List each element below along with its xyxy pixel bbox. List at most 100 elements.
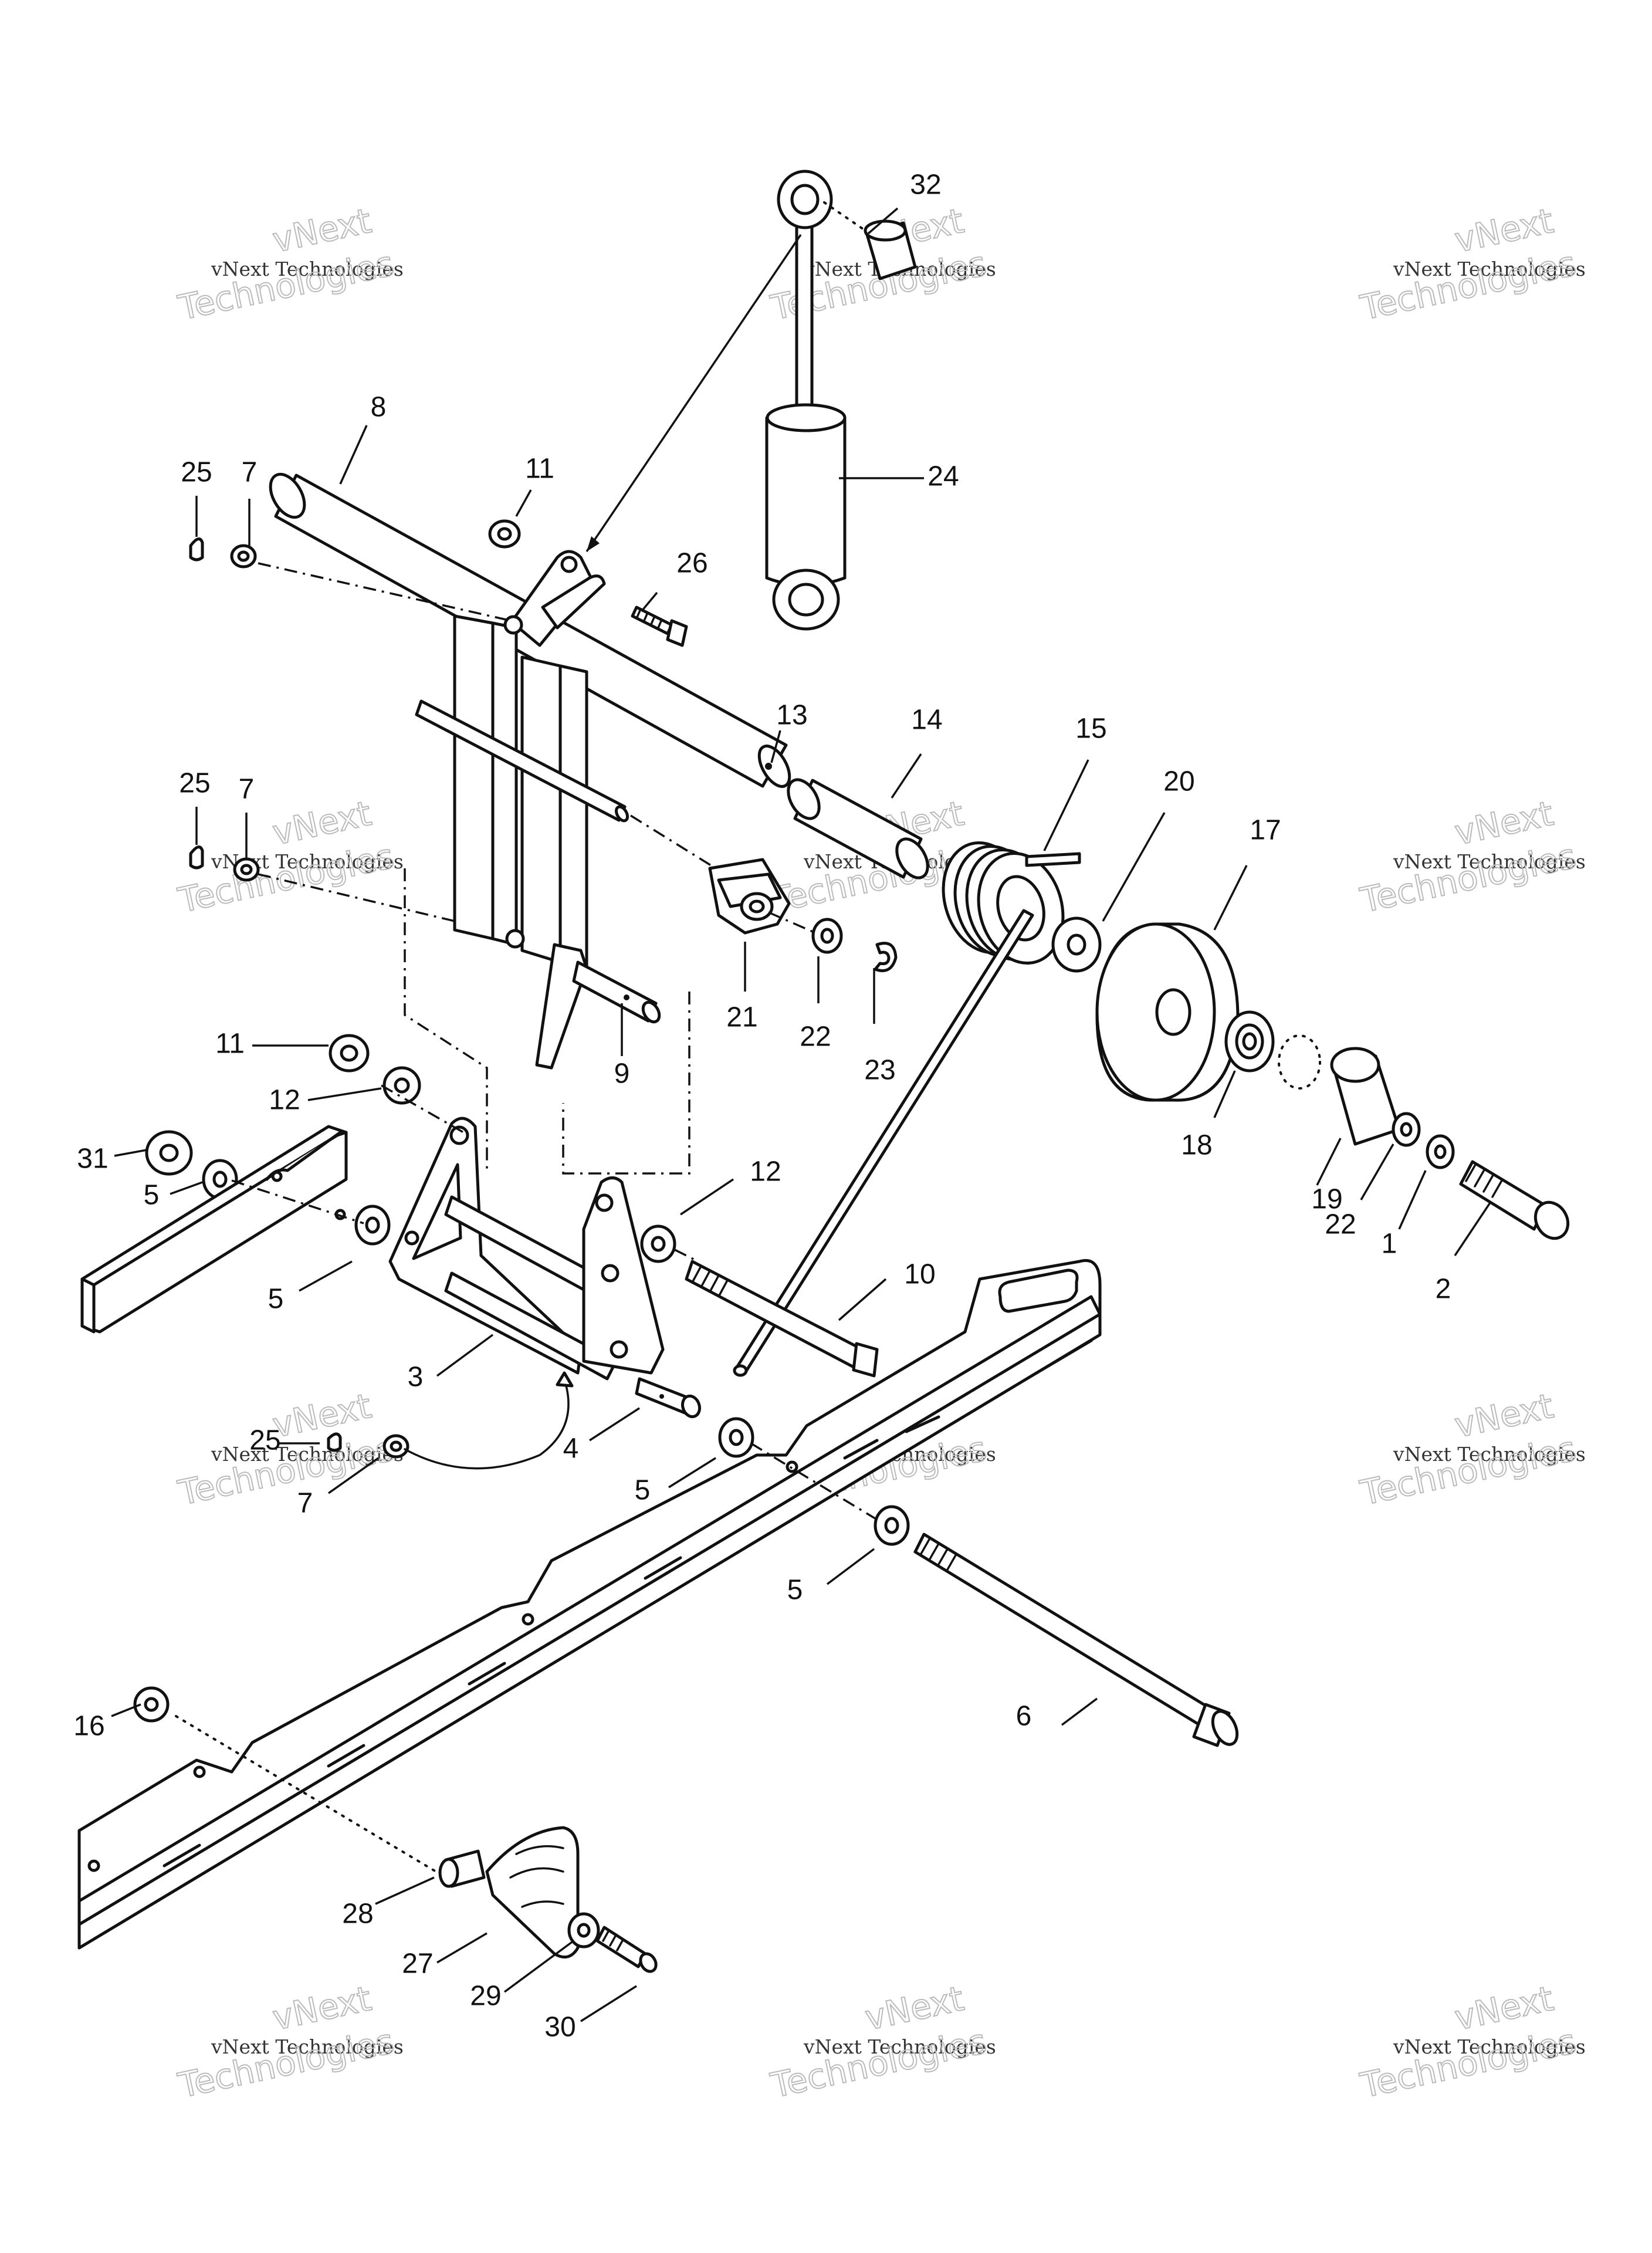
callout-11-top: 11 <box>525 454 554 485</box>
spacer-28 <box>438 1849 486 1888</box>
watermark-line2: vNext Technologies <box>211 2035 404 2058</box>
bushing-14 <box>787 778 929 879</box>
idler-wheel-17 <box>1095 922 1240 1102</box>
watermark-line2: vNext Technologies <box>1393 258 1586 280</box>
nut-7-upper <box>230 544 257 569</box>
vertical-frame-plates <box>453 614 588 970</box>
callout-14: 14 <box>911 705 942 736</box>
bolt-26 <box>631 605 688 647</box>
callout-10: 10 <box>904 1259 935 1290</box>
callout-22-upper: 22 <box>800 1021 831 1053</box>
bolt-6 <box>913 1533 1239 1747</box>
callout-24: 24 <box>927 461 959 492</box>
callout-7-lower: 7 <box>297 1488 313 1519</box>
washer-29 <box>567 1912 600 1948</box>
callout-23: 23 <box>864 1055 895 1086</box>
circlip-ring <box>1278 1034 1321 1090</box>
callout-32: 32 <box>910 170 941 201</box>
shock-mount-bracket <box>510 550 606 647</box>
arm-9 <box>535 943 661 1070</box>
callout-12-left: 12 <box>269 1085 300 1116</box>
washer-1 <box>1426 1134 1455 1169</box>
stopper-27 <box>485 1826 580 1959</box>
washer-12-right <box>640 1224 676 1263</box>
grease-fitting-25-upper <box>189 537 204 561</box>
circlip-23 <box>874 942 898 972</box>
callout-25-upper: 25 <box>181 457 212 488</box>
washer-12-left <box>382 1066 421 1105</box>
callout-9: 9 <box>614 1058 630 1090</box>
callout-11-left: 11 <box>215 1029 245 1060</box>
callout-5-center: 5 <box>635 1475 651 1506</box>
nut-11-left <box>329 1034 370 1073</box>
watermark-line2: vNext Technologies <box>1393 2035 1586 2058</box>
grease-fitting-25-lower <box>327 1432 342 1452</box>
long-rod-shaft <box>415 699 629 823</box>
callout-labels: 32 24 8 11 26 25 7 13 14 15 20 17 25 7 2… <box>73 170 1451 2043</box>
callout-22-lower: 22 <box>1325 1209 1356 1240</box>
callout-12-right: 12 <box>750 1156 781 1188</box>
callout-8: 8 <box>371 392 387 423</box>
bushing-32 <box>864 219 917 280</box>
bolt-30 <box>595 1926 658 1973</box>
callout-7-middle: 7 <box>239 774 255 805</box>
callout-21: 21 <box>726 1002 757 1033</box>
washer-5-left-bottom <box>354 1205 391 1246</box>
grease-fitting-25-middle <box>189 845 204 870</box>
nut-7-middle <box>233 857 260 882</box>
bolt-10 <box>685 1260 879 1378</box>
callout-30: 30 <box>544 2012 576 2043</box>
watermark-line2: vNext Technologies <box>1393 1443 1586 1466</box>
left-slide-rail <box>80 1125 348 1334</box>
watermark-line2: vNext Technologies <box>803 2035 996 2058</box>
watermark-line2: vNext Technologies <box>1393 850 1586 873</box>
callout-5-left-top: 5 <box>144 1180 160 1211</box>
nut-11-top <box>488 519 521 549</box>
callout-15: 15 <box>1075 713 1106 745</box>
callout-16: 16 <box>73 1711 104 1742</box>
rear-arm-3 <box>388 1117 665 1381</box>
torsion-spring <box>733 841 1081 1377</box>
callout-19: 19 <box>1311 1184 1342 1215</box>
callout-2: 2 <box>1436 1274 1451 1305</box>
callout-31: 31 <box>77 1144 108 1175</box>
bearing-18 <box>1224 1010 1275 1073</box>
nut-16 <box>133 1686 170 1723</box>
leader-lines <box>111 207 1491 2022</box>
callout-29: 29 <box>470 1981 501 2012</box>
callout-17: 17 <box>1250 815 1281 846</box>
washer-20 <box>1051 916 1102 973</box>
nut-31 <box>145 1130 193 1176</box>
callout-5-right: 5 <box>787 1575 803 1606</box>
callout-13: 13 <box>776 700 807 731</box>
callout-28: 28 <box>342 1899 373 1930</box>
callout-7-upper: 7 <box>242 457 258 488</box>
callout-4: 4 <box>563 1433 579 1464</box>
callout-3: 3 <box>408 1362 424 1393</box>
callout-18: 18 <box>1181 1130 1212 1161</box>
pin-4 <box>635 1377 702 1419</box>
nut-7-lower <box>382 1434 409 1459</box>
callout-1: 1 <box>1382 1229 1397 1260</box>
callout-26: 26 <box>676 548 707 579</box>
washer-22-upper <box>811 918 843 954</box>
callout-25-middle: 25 <box>179 768 210 799</box>
callout-6: 6 <box>1016 1701 1032 1732</box>
watermark-line2: vNext Technologies <box>211 258 404 280</box>
right-slide-rail <box>77 1259 1102 1950</box>
spring-adjuster <box>708 858 791 935</box>
spacer-19 <box>1330 1047 1401 1146</box>
washer-22-lower <box>1392 1112 1421 1147</box>
shock-absorber <box>765 170 847 631</box>
callout-5-left-bottom: 5 <box>268 1284 284 1315</box>
washer-5-center <box>718 1417 754 1458</box>
callout-20: 20 <box>1163 766 1194 797</box>
washer-5-right <box>874 1505 910 1546</box>
